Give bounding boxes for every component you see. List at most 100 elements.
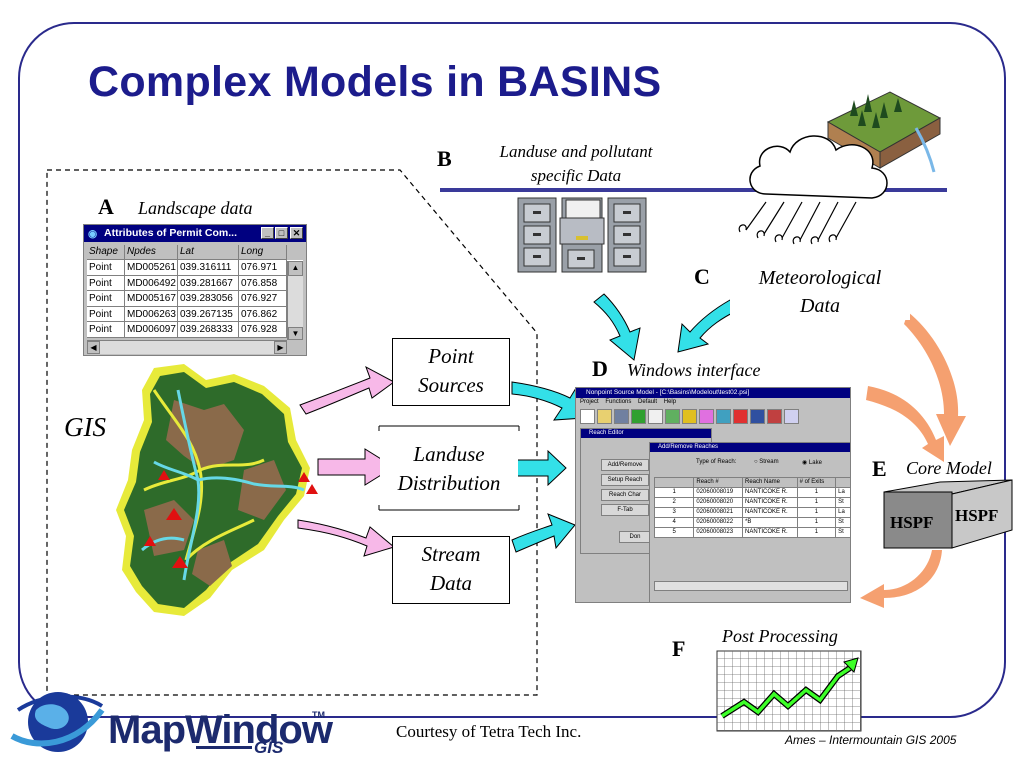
cell: Point (87, 260, 125, 276)
menu-help[interactable]: Help (663, 399, 677, 405)
column-header[interactable] (835, 477, 850, 488)
label-b-line-2: specific Data (530, 166, 622, 185)
column-header[interactable]: Reach # (693, 477, 743, 488)
chart-icon[interactable] (699, 409, 714, 424)
title-rule (440, 188, 947, 192)
label-f: F (672, 636, 686, 661)
cell: 076.927 (239, 291, 287, 307)
cell: Point (87, 322, 125, 338)
app-titlebar[interactable]: Nonpoint Source Model - [C:\Basins\Model… (576, 388, 850, 398)
attributes-table-body: Point MD005261 039.316111 076.971 Point … (87, 260, 303, 338)
column-header[interactable]: Shape (87, 245, 125, 260)
column-header[interactable] (653, 477, 695, 488)
scroll-up-icon[interactable]: ▲ (288, 261, 303, 276)
rain-cloud-icon (738, 135, 888, 245)
table-row[interactable]: Point MD005261 039.316111 076.971 (87, 260, 303, 276)
radio-lake[interactable]: ◉ Lake (802, 460, 822, 466)
landscape-icon[interactable] (665, 409, 680, 424)
table-row[interactable]: Point MD005167 039.283056 076.927 (87, 291, 303, 307)
help-icon[interactable] (784, 409, 799, 424)
table-icon: ◉ (88, 228, 98, 240)
column-header[interactable]: Npdes (125, 245, 178, 260)
cell: 1 (796, 527, 837, 538)
label-c-line-1: Meteorological (758, 267, 882, 289)
point-sources-box: Point Sources (392, 338, 510, 406)
map-icon[interactable] (631, 409, 646, 424)
vertical-scrollbar[interactable]: ▲ ▼ (287, 261, 303, 340)
data-icon[interactable] (733, 409, 748, 424)
hspf-cube-icon (883, 479, 1013, 549)
reaches-horizontal-scrollbar[interactable] (654, 581, 848, 591)
windows-interface-screenshot[interactable]: Nonpoint Source Model - [C:\Basins\Model… (575, 387, 851, 603)
point-sources-line-2: Sources (418, 373, 484, 397)
attributes-window[interactable]: ◉ Attributes of Permit Com... _ □ ✕ Shap… (83, 224, 307, 356)
scroll-left-icon[interactable]: ◀ (87, 341, 100, 354)
cell: 076.971 (239, 260, 287, 276)
cell: MD006492 (125, 275, 178, 291)
cell: St (835, 497, 850, 508)
cell: 1 (796, 487, 837, 498)
menu-project[interactable]: Project (580, 399, 599, 405)
cell: NANTICOKE R. (741, 507, 798, 518)
cyan-arrow-landuse (514, 449, 567, 487)
column-header[interactable]: # of Exits (796, 477, 837, 488)
landuse-line-1: Landuse (413, 442, 485, 466)
cyan-arrow-stream (511, 513, 576, 553)
horizontal-scrollbar[interactable]: ◀ ▶ (87, 340, 287, 354)
reach-char-button[interactable]: Reach Char (601, 489, 649, 501)
cell: 1 (796, 507, 837, 518)
scroll-right-icon[interactable]: ▶ (274, 341, 287, 354)
cell: 1 (796, 517, 837, 528)
clock-icon[interactable] (648, 409, 663, 424)
close-icon[interactable]: ✕ (290, 227, 303, 239)
save-icon[interactable] (614, 409, 629, 424)
new-file-icon[interactable] (580, 409, 595, 424)
run-icon[interactable] (767, 409, 782, 424)
f-tab-button[interactable]: F-Tab (601, 504, 649, 516)
cell: La (835, 487, 850, 498)
cell: Point (87, 275, 125, 291)
key-icon[interactable] (682, 409, 697, 424)
graph-icon[interactable] (716, 409, 731, 424)
cell: NANTICOKE R. (741, 497, 798, 508)
pink-arrow-landuse (317, 448, 395, 486)
setup-reach-button[interactable]: Setup Reach (601, 474, 649, 486)
maximize-icon[interactable]: □ (275, 227, 288, 239)
attributes-window-titlebar[interactable]: ◉ Attributes of Permit Com... _ □ ✕ (84, 225, 306, 242)
point-sources-line-1: Point (428, 344, 474, 368)
column-header[interactable]: Reach Name (741, 477, 798, 488)
table-row[interactable]: Point MD006263 039.267135 076.862 (87, 306, 303, 322)
filing-cabinets-icon (517, 197, 647, 273)
menu-default[interactable]: Default (638, 399, 658, 405)
app-toolbar (576, 407, 850, 427)
column-header[interactable]: Lat (178, 245, 239, 260)
table-row[interactable]: Point MD006097 039.268333 076.928 (87, 322, 303, 338)
table-row[interactable]: Point MD006492 039.281667 076.858 (87, 275, 303, 291)
scroll-down-icon[interactable]: ▼ (288, 327, 303, 340)
done-button[interactable]: Don (619, 531, 651, 543)
radio-stream-label: Stream (759, 459, 779, 465)
label-d-text: Windows interface (627, 360, 761, 380)
footer-text: Ames – Intermountain GIS 2005 (785, 733, 957, 747)
orange-arrow-windows (866, 386, 944, 462)
menu-functions[interactable]: Functions (605, 399, 632, 405)
print-icon[interactable] (750, 409, 765, 424)
minimize-icon[interactable]: _ (261, 227, 274, 239)
label-b: B (437, 146, 452, 171)
add-remove-button[interactable]: Add/Remove (601, 459, 649, 471)
cyan-arrow-b (593, 293, 641, 361)
column-header[interactable]: Long (239, 245, 287, 260)
cell: 076.928 (239, 322, 287, 338)
open-folder-icon[interactable] (597, 409, 612, 424)
mapwindow-globe-logo (10, 692, 105, 752)
app-title: Nonpoint Source Model - [C:\Basins\Model… (586, 389, 750, 396)
radio-stream[interactable]: ○ Stream (754, 459, 779, 465)
add-remove-reaches-window[interactable]: Add/Remove Reaches Type of Reach: ○ Stre… (649, 442, 850, 602)
label-e: E (872, 456, 887, 481)
radio-lake-label: Lake (808, 460, 822, 466)
